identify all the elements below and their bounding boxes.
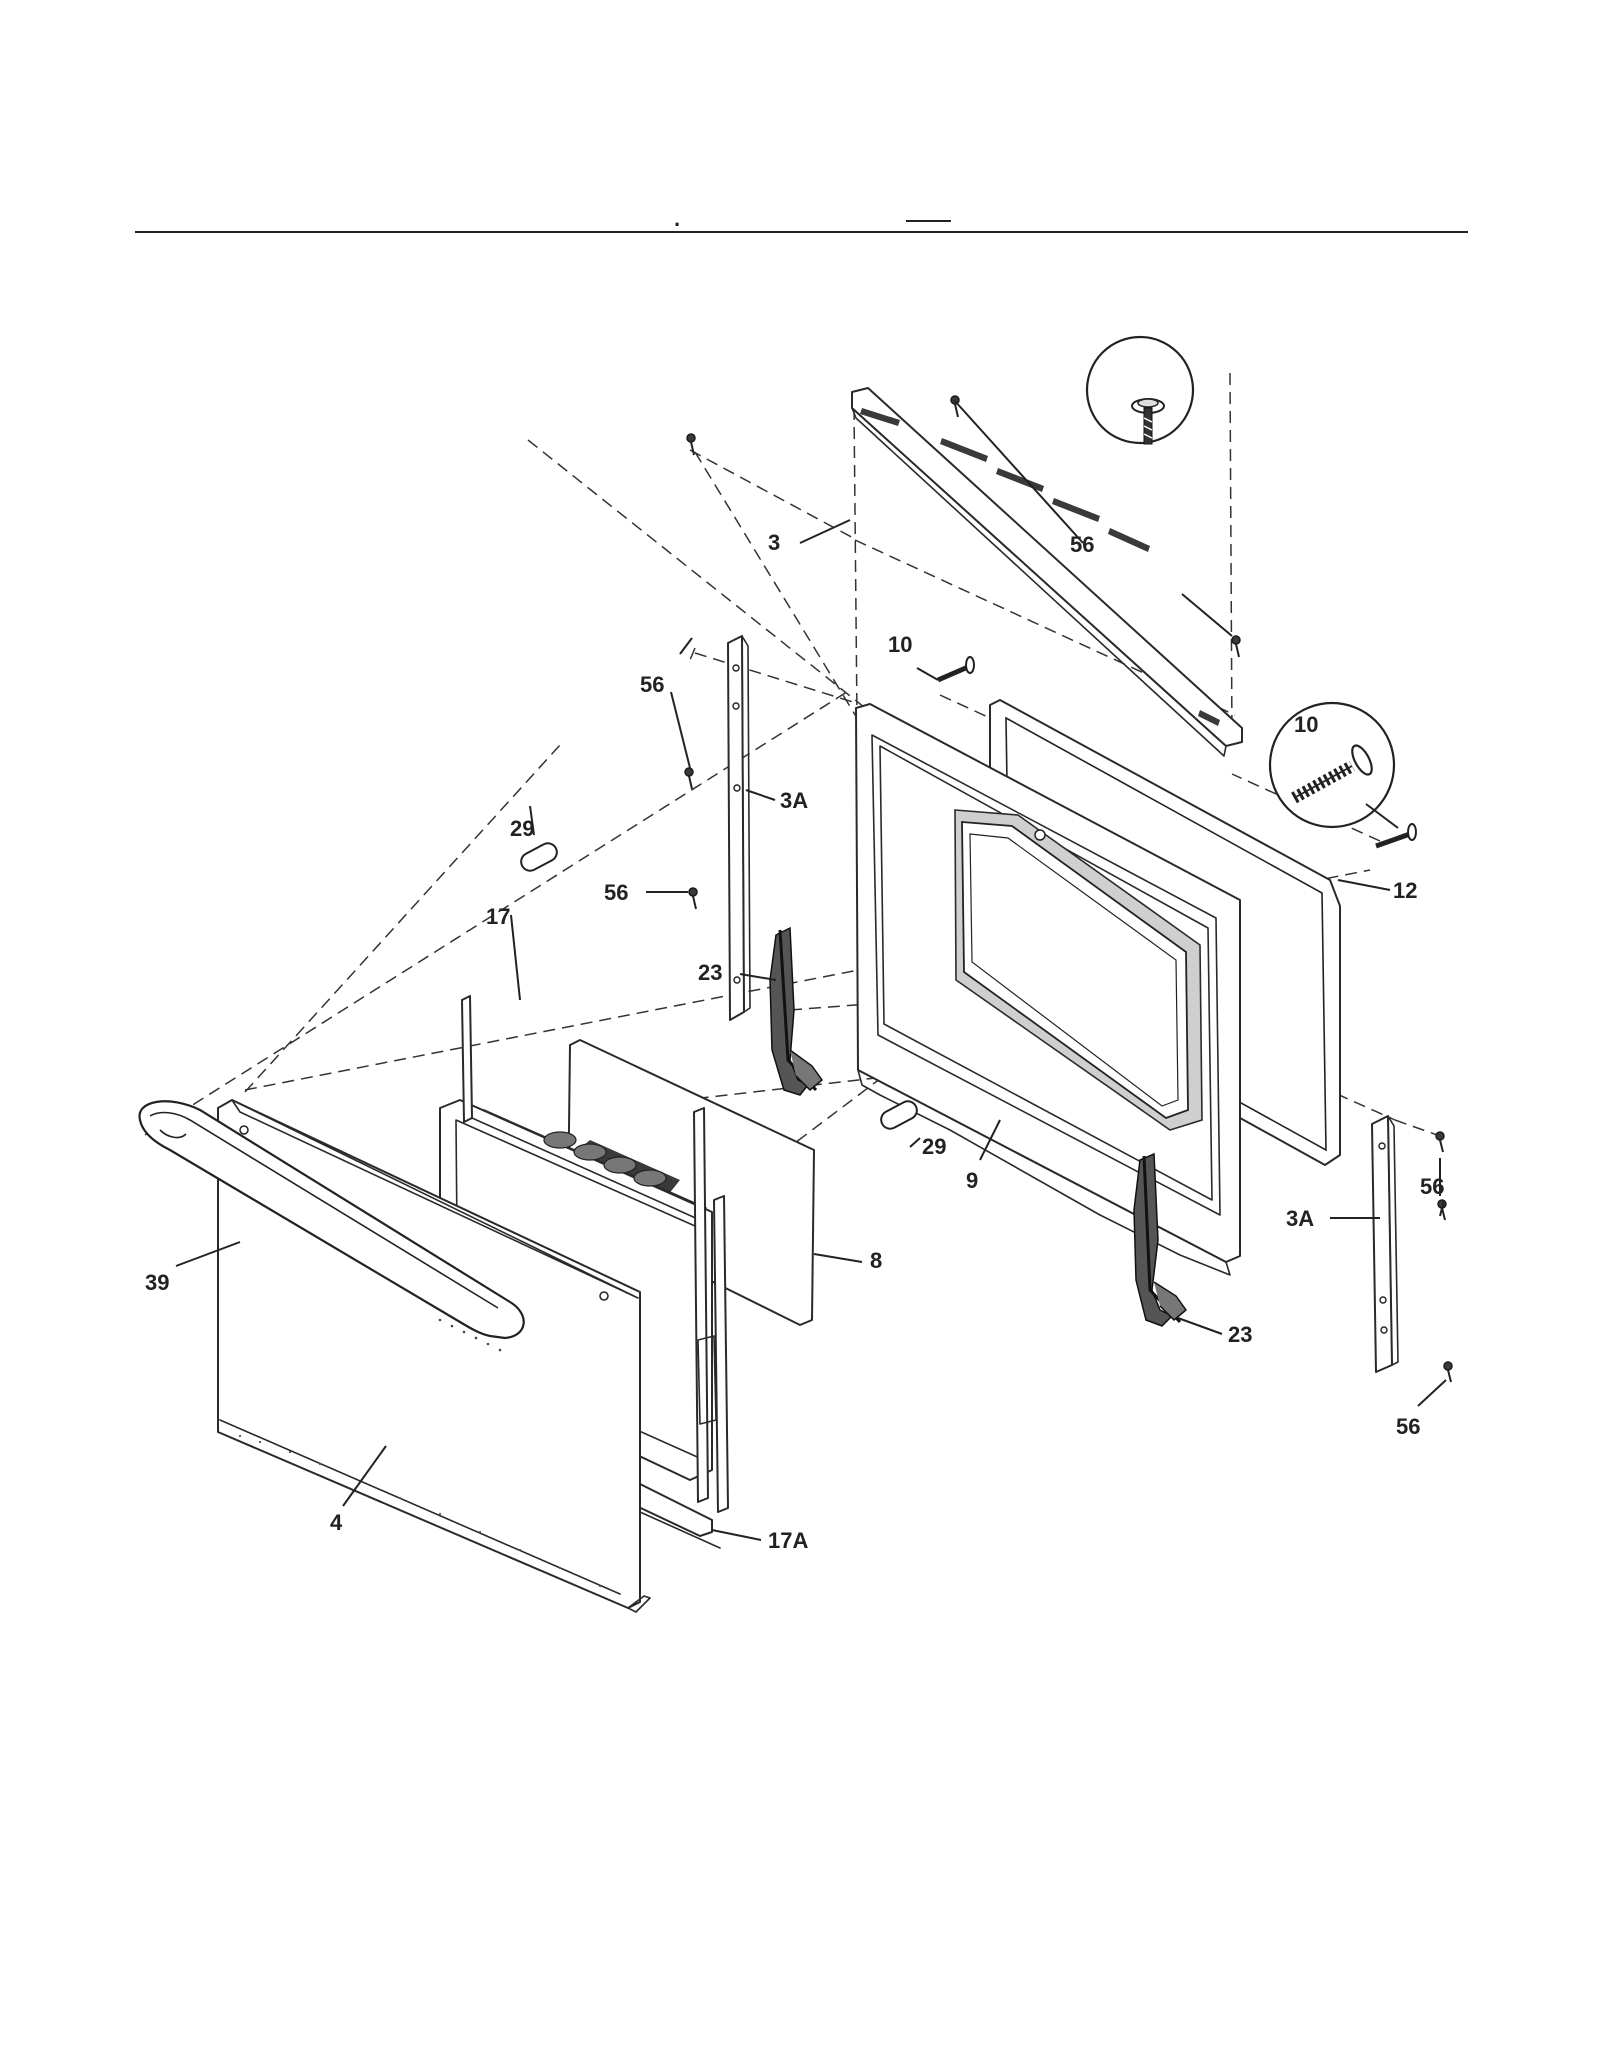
callout-56-detail: 56: [1070, 532, 1094, 557]
screw-icon: [688, 887, 698, 910]
part-17-side-rails: [461, 995, 729, 1513]
screw-icon: [1435, 1131, 1445, 1153]
callout-29-left: 29: [510, 816, 534, 841]
callout-23-right: 23: [1228, 1322, 1252, 1347]
detail-10-bolt: [1268, 701, 1396, 829]
part-3A-right-bracket: [1371, 1115, 1399, 1373]
part-10-bolt-right: [1375, 823, 1417, 849]
callout-4: 4: [330, 1510, 343, 1535]
callout-23-left: 23: [698, 960, 722, 985]
bolt-detail-icon: [1291, 744, 1373, 804]
callout-3A-right: 3A: [1286, 1206, 1314, 1231]
callout-17A: 17A: [768, 1528, 808, 1553]
screw-group-56-right: [1435, 1131, 1453, 1383]
part-29-spacer-right: [880, 1100, 918, 1130]
part-9-door-liner: [855, 703, 1241, 1276]
callout-3A-left: 3A: [780, 788, 808, 813]
callout-10-small: 10: [888, 632, 912, 657]
part-39-door-handle: [138, 1100, 525, 1340]
leader-lines: [175, 399, 1447, 1541]
header-mark: .: [674, 206, 680, 231]
callout-39: 39: [145, 1270, 169, 1295]
callout-12: 12: [1393, 878, 1417, 903]
callout-10-detail: 10: [1294, 712, 1318, 737]
callout-labels: 3 56 56 10 10 29 3A 56 12 17 23 29 9 56 …: [145, 530, 1444, 1553]
detail-56-screw: [1085, 335, 1195, 445]
screw-group-56-upper-left: [684, 395, 1241, 910]
part-3-top-trim: [851, 387, 1243, 757]
part-29-spacer-left: [520, 842, 558, 872]
header: .: [135, 206, 1468, 233]
callout-8: 8: [870, 1248, 882, 1273]
screw-icon: [684, 767, 694, 790]
screw-icon: [1443, 1361, 1453, 1383]
callout-17: 17: [486, 904, 510, 929]
part-23-hinge-left: [769, 926, 824, 1096]
screw-icon: [686, 433, 696, 456]
callout-3: 3: [768, 530, 780, 555]
callout-56-mid-left: 56: [604, 880, 628, 905]
callout-9: 9: [966, 1168, 978, 1193]
part-23-hinge-right: [1133, 1152, 1188, 1327]
part-10-bolt: [937, 656, 975, 683]
screw-detail-icon: [1131, 398, 1165, 445]
callout-56-bottom-right: 56: [1396, 1414, 1420, 1439]
screw-icon: [1231, 635, 1241, 658]
callout-56-upper-left: 56: [640, 672, 664, 697]
callout-29-right: 29: [922, 1134, 946, 1159]
part-3A-left-bracket: [727, 635, 751, 1021]
screw-icon: [950, 395, 960, 418]
callout-56-right: 56: [1420, 1174, 1444, 1199]
